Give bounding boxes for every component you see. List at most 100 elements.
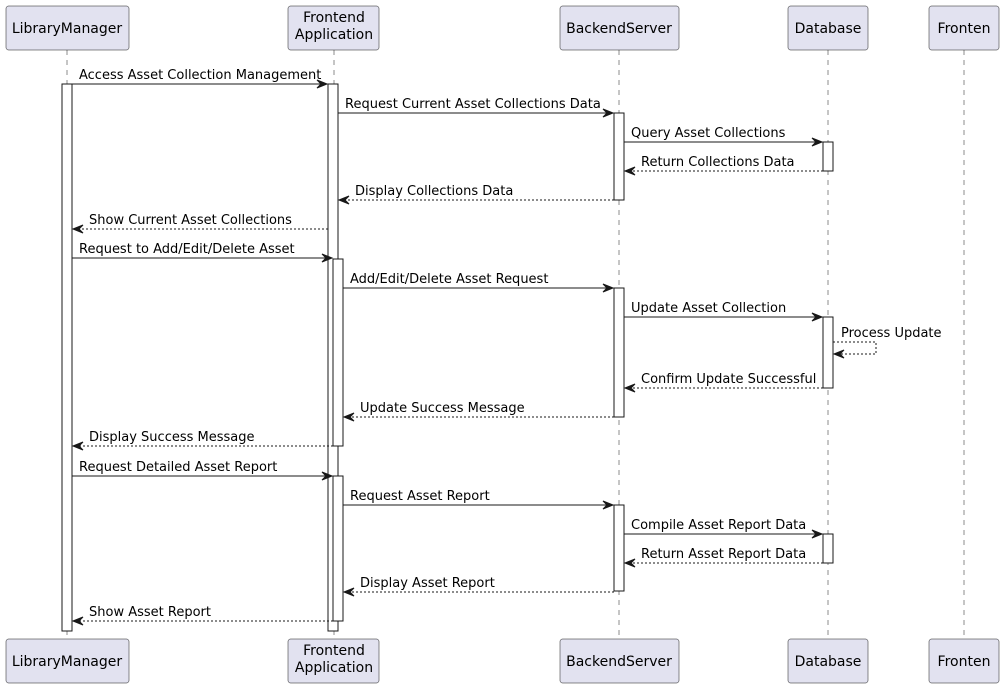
message-19: Show Asset Report — [71, 605, 333, 626]
activation-bar — [613, 504, 625, 592]
message-label: Add/Edit/Delete Asset Request — [350, 272, 548, 287]
message-3: Query Asset Collections — [624, 126, 824, 147]
message-label: Request Detailed Asset Report — [79, 460, 277, 475]
message-12: Update Success Message — [342, 401, 614, 422]
message-label: Request Asset Report — [350, 489, 490, 504]
activation-bar — [332, 475, 344, 622]
message-label: Display Success Message — [89, 430, 255, 445]
message-label: Update Success Message — [360, 401, 525, 416]
participant-label: Application — [295, 660, 373, 676]
arrowhead — [71, 441, 84, 451]
message-11: Confirm Update Successful — [623, 372, 823, 393]
participant-fr-bottom: Fronten — [928, 638, 1000, 684]
participant-label: BackendServer — [566, 654, 672, 670]
message-label: Return Asset Report Data — [641, 547, 806, 562]
participant-box — [928, 5, 1000, 51]
participant-box — [787, 5, 869, 51]
arrowhead — [811, 137, 824, 147]
message-label: Show Asset Report — [89, 605, 211, 620]
participant-label: Frontend — [303, 643, 365, 659]
participant-label: Frontend — [303, 10, 365, 26]
participant-fr-top: Fronten — [928, 5, 1000, 51]
participant-box — [287, 638, 380, 684]
arrowhead — [623, 558, 636, 568]
message-4: Return Collections Data — [623, 155, 823, 176]
participant-box — [559, 5, 680, 51]
arrowhead — [321, 253, 334, 263]
activation-bar — [613, 287, 625, 418]
message-16: Compile Asset Report Data — [624, 518, 824, 539]
participant-box — [928, 638, 1000, 684]
message-line — [833, 341, 877, 355]
arrowhead — [811, 312, 824, 322]
message-label: Process Update — [841, 326, 942, 341]
activation-bar — [613, 112, 625, 201]
participant-box — [5, 5, 130, 51]
activation-bar — [332, 258, 344, 447]
message-2: Request Current Asset Collections Data — [338, 97, 615, 118]
arrowhead — [623, 383, 636, 393]
arrowhead — [602, 283, 615, 293]
message-7: Request to Add/Edit/Delete Asset — [72, 242, 334, 263]
message-label: Display Collections Data — [355, 184, 513, 199]
participant-db-top: Database — [787, 5, 869, 51]
arrowhead — [602, 500, 615, 510]
participant-db-bottom: Database — [787, 638, 869, 684]
message-15: Request Asset Report — [343, 489, 615, 510]
message-label: Compile Asset Report Data — [631, 518, 806, 533]
participant-label: Database — [795, 21, 862, 37]
message-label: Access Asset Collection Management — [79, 68, 321, 83]
message-13: Display Success Message — [71, 430, 333, 451]
participant-label: Fronten — [938, 21, 991, 37]
arrowhead — [832, 349, 845, 359]
message-10: Process Update — [832, 326, 942, 359]
arrowhead — [342, 587, 355, 597]
message-label: Request to Add/Edit/Delete Asset — [79, 242, 295, 257]
message-6: Show Current Asset Collections — [71, 213, 328, 234]
activation-bar — [822, 533, 834, 564]
message-label: Request Current Asset Collections Data — [345, 97, 601, 112]
participant-label: LibraryManager — [12, 654, 123, 670]
arrowhead — [602, 108, 615, 118]
activation-bar — [822, 316, 834, 389]
message-1: Access Asset Collection Management — [72, 68, 329, 89]
arrowhead — [321, 471, 334, 481]
participant-box — [5, 638, 130, 684]
participant-bs-bottom: BackendServer — [559, 638, 680, 684]
message-label: Confirm Update Successful — [641, 372, 816, 387]
arrowhead — [623, 166, 636, 176]
message-5: Display Collections Data — [337, 184, 614, 205]
participant-bs-top: BackendServer — [559, 5, 680, 51]
arrowhead — [342, 412, 355, 422]
message-label: Return Collections Data — [641, 155, 795, 170]
participant-label: Application — [295, 27, 373, 43]
arrowhead — [71, 616, 84, 626]
message-label: Query Asset Collections — [631, 126, 786, 141]
activation-bar — [822, 141, 834, 172]
message-8: Add/Edit/Delete Asset Request — [343, 272, 615, 293]
arrowhead — [71, 224, 84, 234]
message-label: Show Current Asset Collections — [89, 213, 292, 228]
message-label: Display Asset Report — [360, 576, 495, 591]
participant-box — [787, 638, 869, 684]
participant-label: Fronten — [938, 654, 991, 670]
participant-label: Database — [795, 654, 862, 670]
participant-box — [287, 5, 380, 51]
participant-lm-bottom: LibraryManager — [5, 638, 130, 684]
arrowhead — [337, 195, 350, 205]
participant-label: LibraryManager — [12, 21, 123, 37]
message-18: Display Asset Report — [342, 576, 614, 597]
arrowhead — [811, 529, 824, 539]
participant-box — [559, 638, 680, 684]
participant-lm-top: LibraryManager — [5, 5, 130, 51]
activation-bar — [61, 83, 73, 632]
message-17: Return Asset Report Data — [623, 547, 823, 568]
arrowhead — [316, 79, 329, 89]
message-14: Request Detailed Asset Report — [72, 460, 334, 481]
participant-label: BackendServer — [566, 21, 672, 37]
message-label: Update Asset Collection — [631, 301, 786, 316]
message-9: Update Asset Collection — [624, 301, 824, 322]
